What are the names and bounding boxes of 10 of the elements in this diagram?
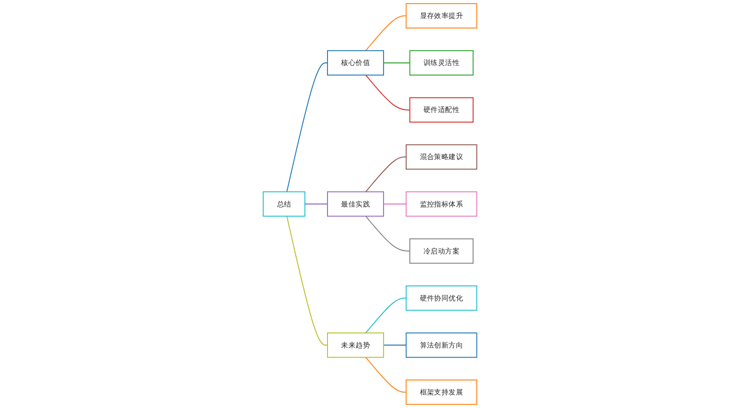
connector [286,216,328,346]
connector [365,156,407,192]
connector [365,216,410,252]
connector [365,15,407,52]
connector [383,344,407,346]
connector [286,62,328,192]
connector [365,298,407,334]
connector [365,356,407,393]
connector [365,74,410,110]
connector [383,62,410,64]
